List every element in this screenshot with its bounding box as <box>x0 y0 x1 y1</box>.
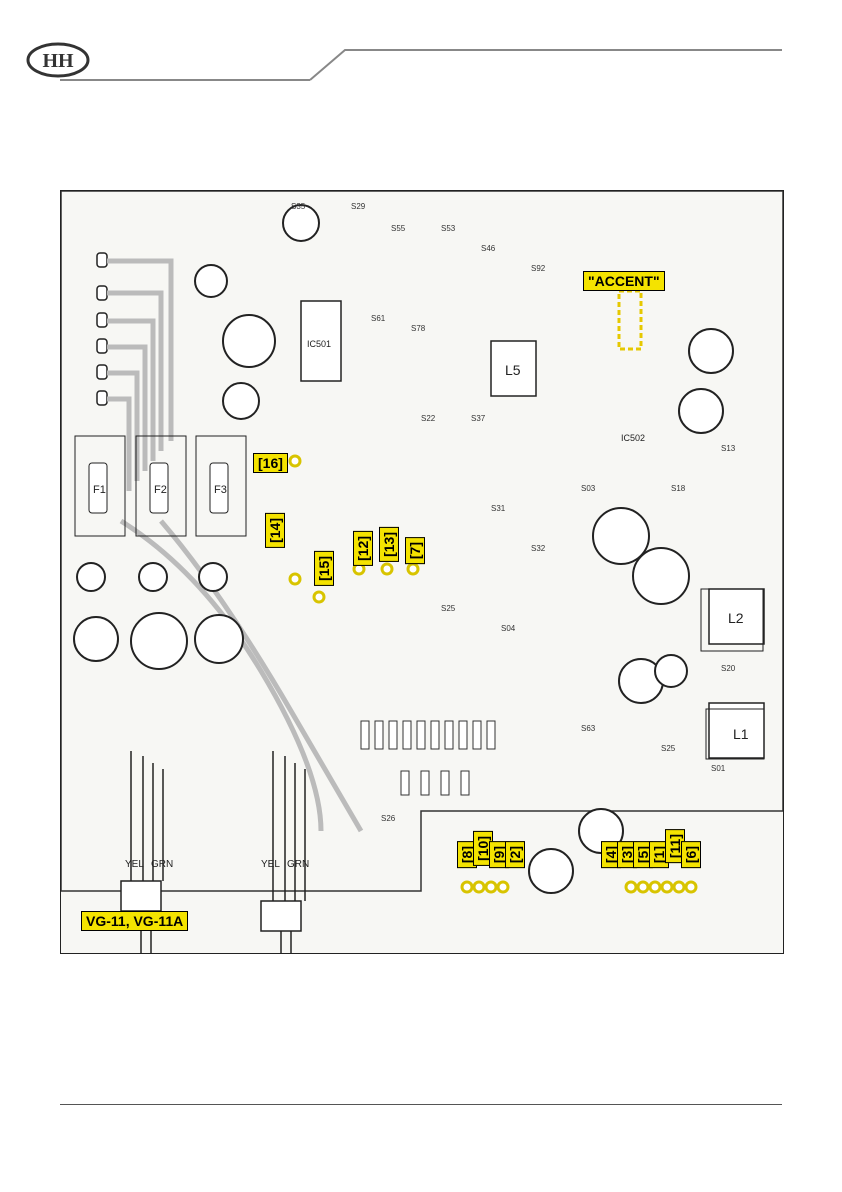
svg-text:S20: S20 <box>721 664 736 673</box>
svg-text:S63: S63 <box>581 724 596 733</box>
wire-label-grn-2: GRN <box>287 859 309 870</box>
accent-label: "ACCENT" <box>583 271 665 291</box>
svg-text:S78: S78 <box>411 324 426 333</box>
svg-text:S61: S61 <box>371 314 386 323</box>
svg-text:S25: S25 <box>441 604 456 613</box>
test-point-label-15: [15] <box>314 551 334 586</box>
svg-text:S04: S04 <box>501 624 516 633</box>
svg-text:S18: S18 <box>671 484 686 493</box>
wire-label-yel-1: YEL <box>125 859 144 870</box>
transformer-label-l1: L1 <box>733 726 749 742</box>
footer-divider <box>60 1104 782 1105</box>
svg-text:S03: S03 <box>581 484 596 493</box>
test-point-label-16: [16] <box>253 453 288 473</box>
model-label: VG-11, VG-11A <box>81 911 188 931</box>
svg-text:S37: S37 <box>471 414 486 423</box>
svg-text:S29: S29 <box>351 202 366 211</box>
fuse-label-1: F1 <box>93 484 106 496</box>
svg-text:S01: S01 <box>711 764 726 773</box>
svg-text:S55: S55 <box>391 224 406 233</box>
fuse-label-3: F3 <box>214 484 227 496</box>
ic-label-2: IC502 <box>621 433 645 443</box>
svg-text:HH: HH <box>42 50 74 72</box>
ic-label-1: IC501 <box>307 339 331 349</box>
transformer-label-l5: L5 <box>505 362 521 378</box>
svg-text:S46: S46 <box>481 244 496 253</box>
svg-text:S32: S32 <box>531 544 546 553</box>
wire-label-grn-1: GRN <box>151 859 173 870</box>
test-point-label-6: [6] <box>681 841 701 868</box>
svg-text:S53: S53 <box>441 224 456 233</box>
svg-text:S25: S25 <box>661 744 676 753</box>
svg-text:S13: S13 <box>721 444 736 453</box>
test-point-label-13: [13] <box>379 527 399 562</box>
svg-text:S26: S26 <box>381 814 396 823</box>
transformer-label-l2: L2 <box>728 610 744 626</box>
header-divider <box>0 0 842 100</box>
svg-text:S92: S92 <box>531 264 546 273</box>
svg-text:S22: S22 <box>421 414 436 423</box>
test-point-label-14: [14] <box>265 513 285 548</box>
svg-text:S35: S35 <box>291 202 306 211</box>
fuse-label-2: F2 <box>154 484 167 496</box>
test-point-label-7: [7] <box>405 537 425 564</box>
test-point-label-2: [2] <box>505 841 525 868</box>
hh-logo-icon: HH <box>24 40 92 80</box>
svg-text:S31: S31 <box>491 504 506 513</box>
wire-label-yel-2: YEL <box>261 859 280 870</box>
test-point-label-12: [12] <box>353 531 373 566</box>
